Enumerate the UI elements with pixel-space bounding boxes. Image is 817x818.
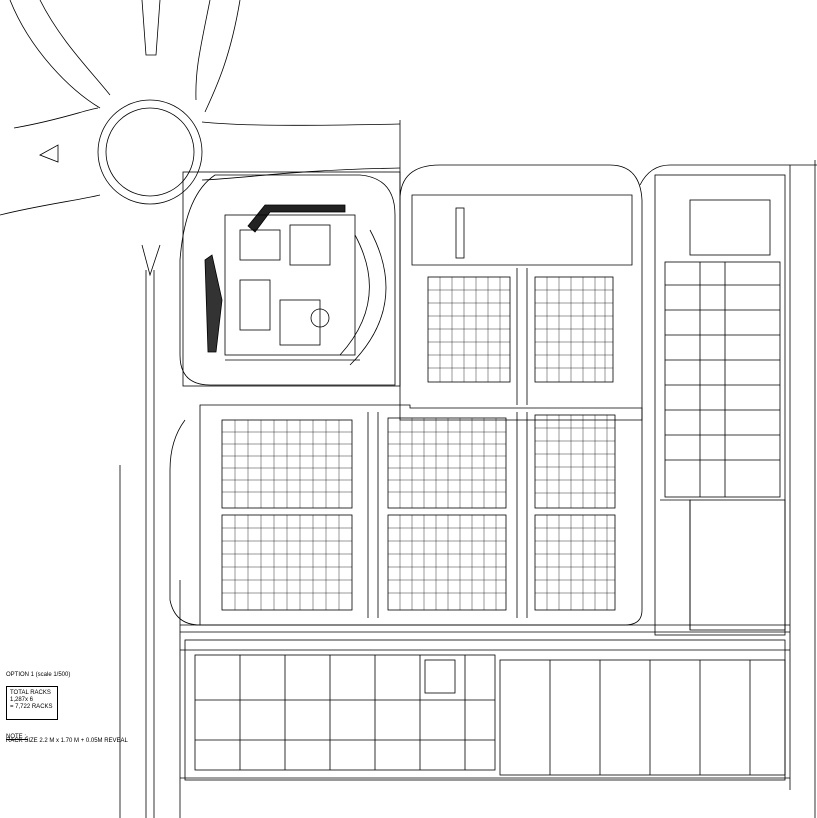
- admin-building: [179, 171, 401, 387]
- total-racks-calc: 1,287x 6: [10, 697, 34, 703]
- roundabout: [0, 0, 401, 277]
- note-label: NOTE :-: [6, 734, 28, 740]
- total-racks-box: TOTAL RACKS 1,287x 6 = 7,722 RACKS: [6, 686, 58, 720]
- site-boundary: [399, 120, 816, 818]
- north-warehouse: [399, 164, 643, 421]
- option-label: OPTION 1 (scale 1/500): [6, 672, 71, 678]
- east-building: [639, 164, 817, 636]
- rack-grid: [222, 277, 615, 610]
- note-text: RACK SIZE 2.2 M x 1.70 M + 0.05M REVEAL: [6, 738, 128, 744]
- main-warehouse: [169, 404, 643, 626]
- total-racks-heading: TOTAL RACKS: [10, 690, 51, 696]
- south-building: [180, 624, 790, 781]
- total-racks-result: = 7,722 RACKS: [10, 704, 53, 710]
- west-road: [119, 270, 181, 818]
